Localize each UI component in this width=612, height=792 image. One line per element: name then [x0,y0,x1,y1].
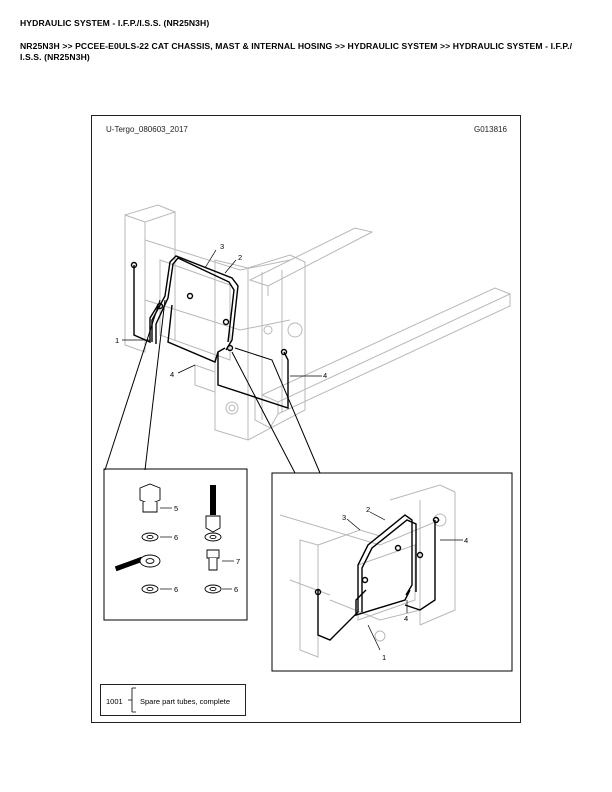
callout-6-b: 6 [174,585,178,594]
breadcrumb: NR25N3H >> PCCEE-E0ULS-22 CAT CHASSIS, M… [20,41,573,62]
figure-source-ref: U-Tergo_080603_2017 [106,125,188,134]
mast-carriage-drawing [124,204,512,441]
detail-callout-4-bottom: 4 [404,614,408,623]
figure-frame [91,115,521,723]
detail-leader-lines [104,299,321,474]
detail-box-carriage [271,472,513,672]
callout-7: 7 [236,557,240,566]
legend-number: 1001 [106,697,123,706]
callout-4-left: 4 [170,370,174,379]
legend-bracket [128,687,136,713]
legend-box [100,684,246,716]
callout-1: 1 [115,336,119,345]
callout-5: 5 [174,504,178,513]
detail-callout-4-right: 4 [464,536,468,545]
fittings-drawing [114,483,222,594]
detail-callout-2: 2 [366,505,370,514]
page-title: HYDRAULIC SYSTEM - I.F.P./I.S.S. (NR25N3… [20,18,210,28]
callout-6-a: 6 [174,533,178,542]
detail-callout-3: 3 [342,513,346,522]
figure-id: G013816 [474,125,507,134]
callout-3: 3 [220,242,224,251]
callout-2: 2 [238,253,242,262]
legend-text: Spare part tubes, complete [140,697,231,706]
detail-box-fittings [103,468,248,621]
callout-leaders [122,249,463,651]
callout-6-c: 6 [234,585,238,594]
hydraulic-tubes-detail [314,514,440,641]
detail-callout-1: 1 [382,653,386,662]
callout-4-right: 4 [323,371,327,380]
